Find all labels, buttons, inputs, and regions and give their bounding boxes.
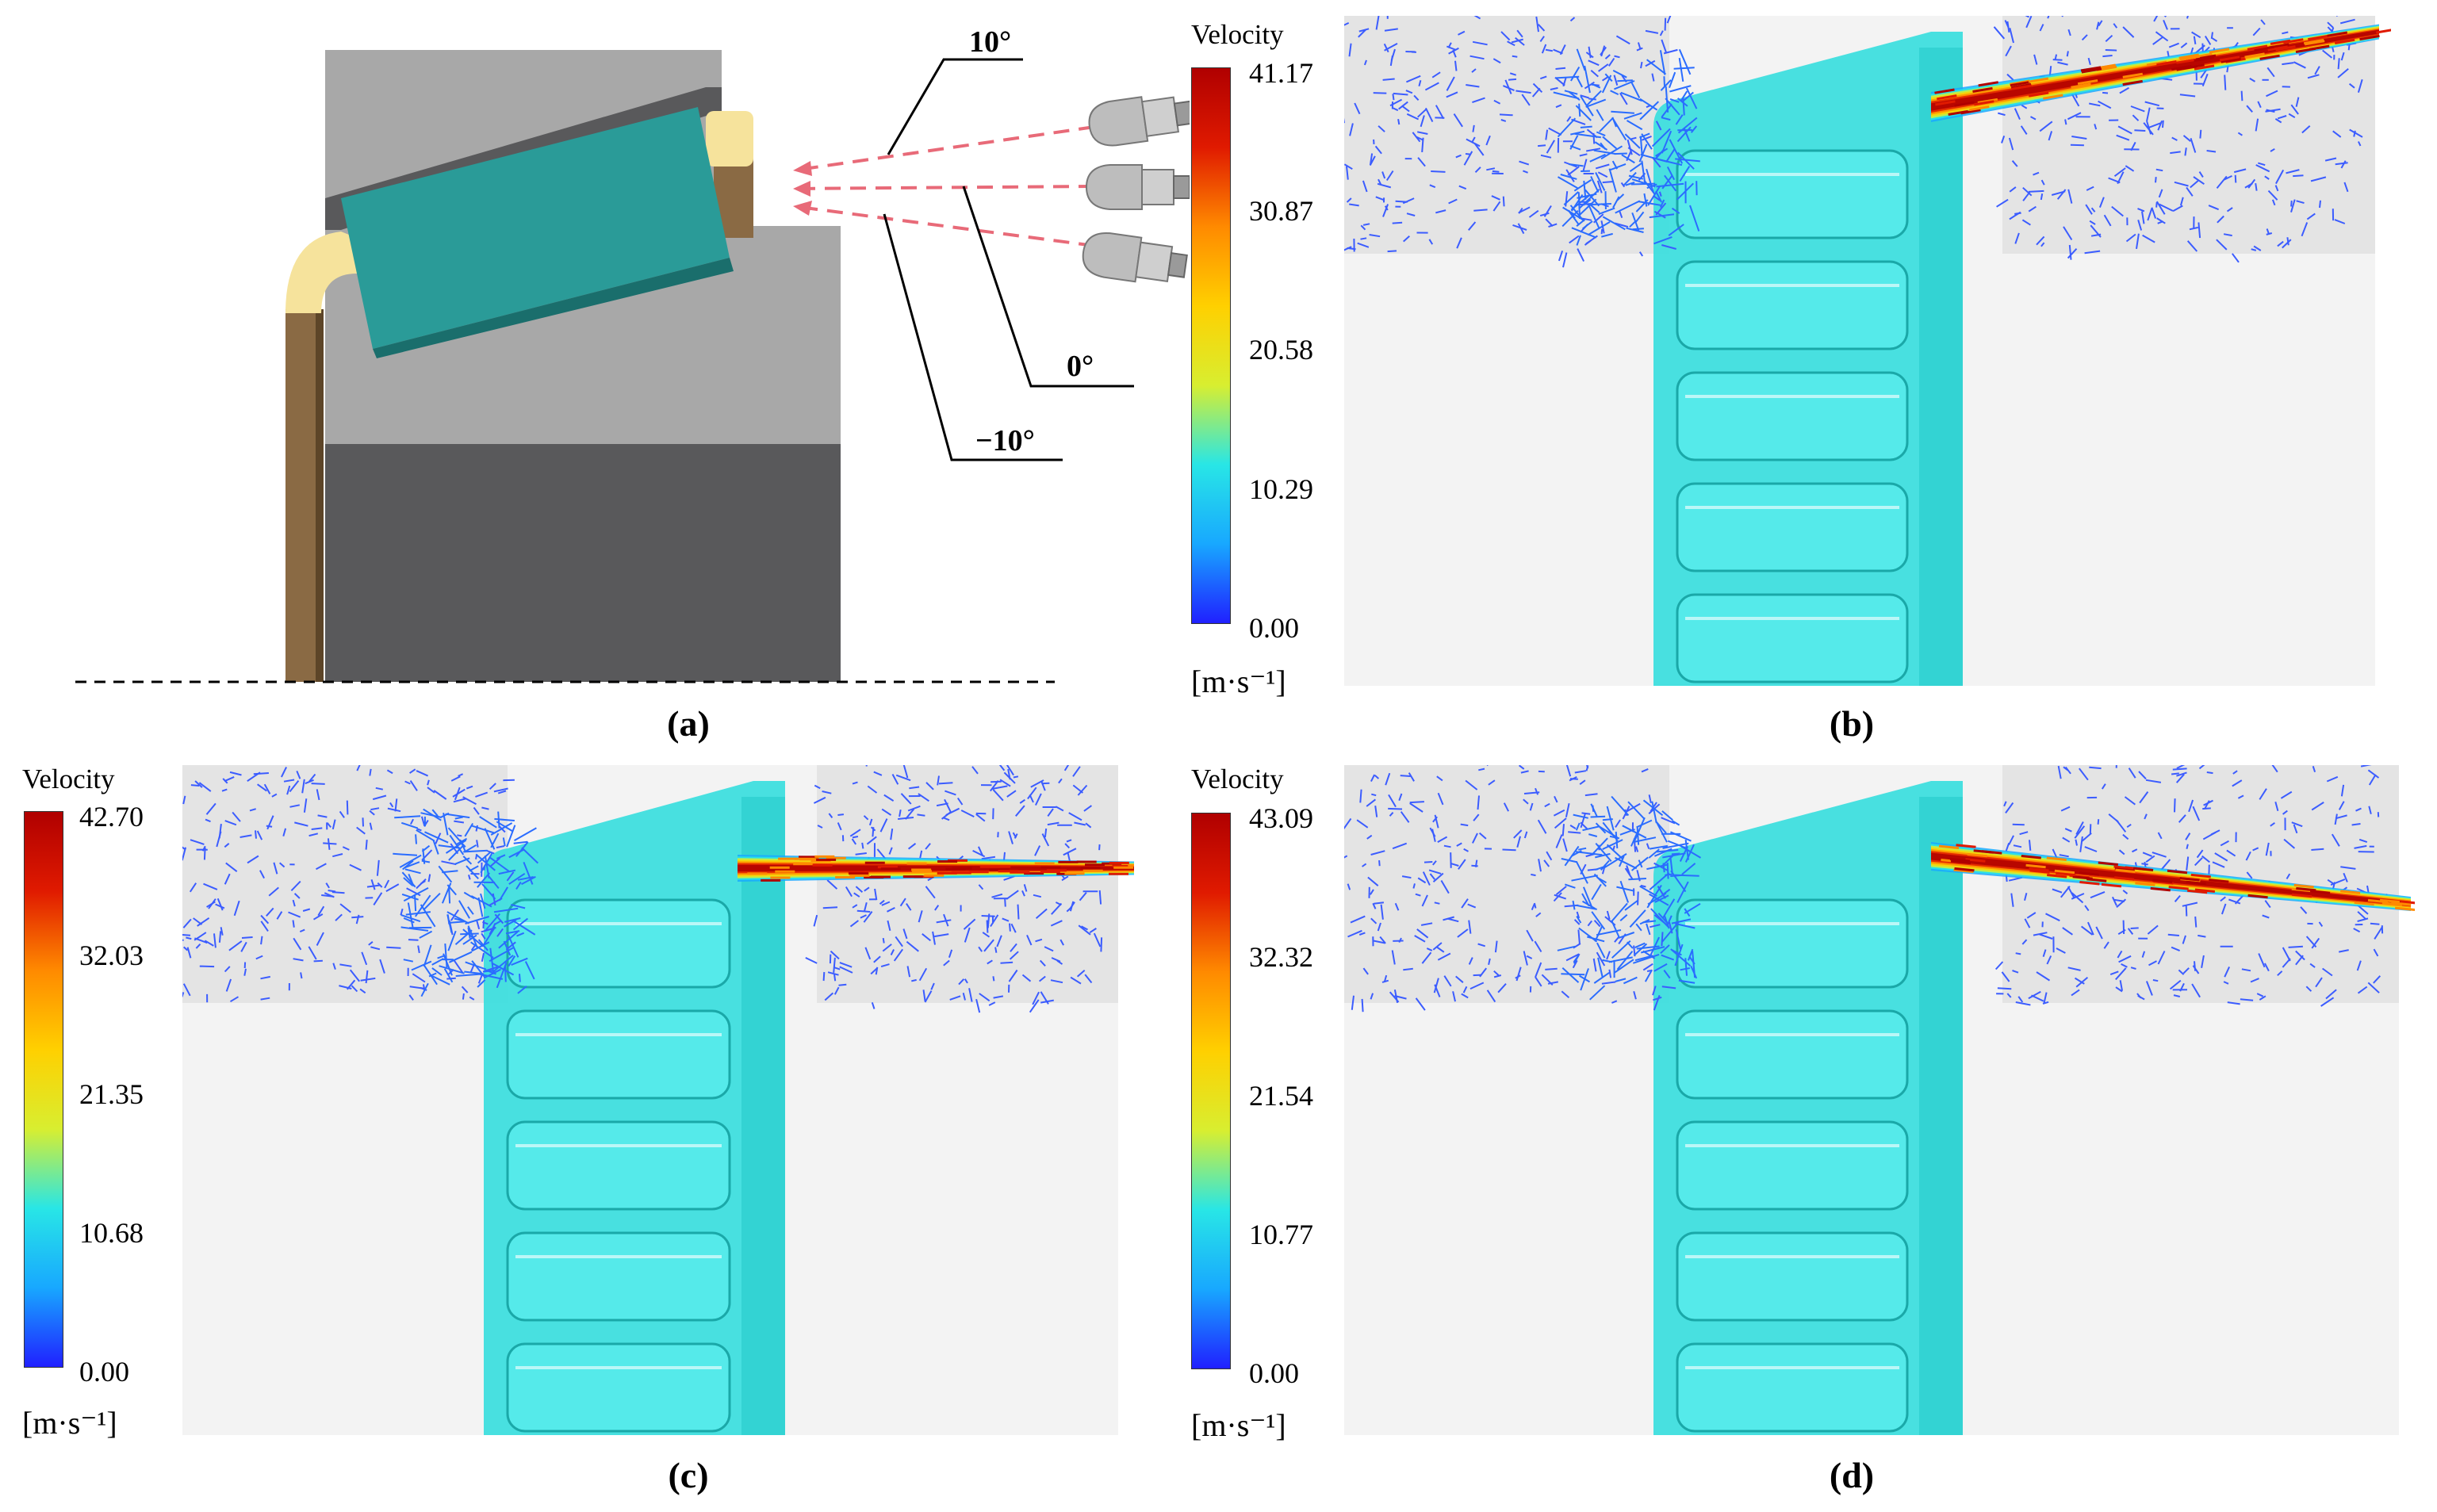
oil-jet <box>1931 24 2391 122</box>
flow-field-b <box>1344 16 2391 686</box>
oil-jet <box>1931 842 2415 911</box>
legend-tick-d-2: 21.54 <box>1249 1080 1313 1112</box>
air-region-left <box>1344 765 1669 1003</box>
nozzle-middle <box>1085 164 1190 210</box>
angle-label-10: 10° <box>969 25 1012 59</box>
panel-label-c: (c) <box>668 1455 709 1495</box>
air-region-left <box>1344 16 1669 254</box>
legend-tick-b-3: 10.29 <box>1249 473 1313 505</box>
cage-right-cap <box>706 111 753 167</box>
flow-field-d <box>1344 765 2415 1435</box>
oil-jet <box>738 855 1134 882</box>
legend-tick-c-0: 42.70 <box>79 801 144 833</box>
legend-title-c: Velocity <box>22 764 115 794</box>
roller-4 <box>1676 593 1909 683</box>
roller-1 <box>1676 1009 1909 1100</box>
legend-unit-d: [m·s⁻¹] <box>1191 1407 1286 1443</box>
legend-tick-d-3: 10.77 <box>1249 1219 1313 1250</box>
roller-1 <box>1676 260 1909 350</box>
bearing-schematic <box>75 50 1190 683</box>
cage-left-edge <box>316 309 324 682</box>
roller-0 <box>1676 149 1909 239</box>
nozzle-bottom <box>1082 232 1188 283</box>
bearing-body <box>1653 781 1963 1435</box>
legend-tick-b-1: 30.87 <box>1249 195 1313 227</box>
legend-tick-d-1: 32.32 <box>1249 941 1313 973</box>
roller-4 <box>1676 1342 1909 1433</box>
legend-tick-b-0: 41.17 <box>1249 57 1313 89</box>
tapered-roller <box>341 107 730 349</box>
outer-ring <box>1919 48 1963 686</box>
legend-tick-b-2: 20.58 <box>1249 334 1313 366</box>
legend-title-b: Velocity <box>1191 19 1284 50</box>
colorbar-b <box>1191 67 1231 624</box>
angle-label-minus-10: −10° <box>975 424 1035 457</box>
legend-tick-d-4: 0.00 <box>1249 1357 1299 1389</box>
roller-3 <box>506 1231 731 1322</box>
roller-3 <box>1676 1231 1909 1322</box>
velocity-vectors <box>1344 16 2363 268</box>
cage-left-shoulder <box>285 232 357 313</box>
roller-4 <box>506 1342 731 1433</box>
air-region-left <box>182 765 508 1003</box>
velocity-vectors <box>182 765 1103 1013</box>
legend-tick-c-2: 21.35 <box>79 1078 144 1110</box>
panel-label-a: (a) <box>667 703 710 744</box>
outer-ring <box>1919 797 1963 1435</box>
legend-tick-d-0: 43.09 <box>1249 802 1313 834</box>
roller-2 <box>506 1120 731 1211</box>
roller-3 <box>1676 482 1909 572</box>
shaft-block <box>325 444 841 682</box>
legend-title-d: Velocity <box>1191 764 1284 794</box>
angle-leaders <box>883 58 1134 461</box>
panel-label-b: (b) <box>1829 703 1875 744</box>
roller-2 <box>1676 1120 1909 1211</box>
legend-unit-c: [m·s⁻¹] <box>22 1405 117 1441</box>
roller-0 <box>1676 898 1909 989</box>
legend-tick-b-4: 0.00 <box>1249 612 1299 644</box>
air-region-right <box>2002 16 2375 254</box>
nozzle-top <box>1088 96 1190 147</box>
angle-label-0: 0° <box>1067 350 1094 383</box>
legend-tick-c-1: 32.03 <box>79 940 144 971</box>
velocity-vectors <box>1344 765 2388 1012</box>
outer-ring <box>741 797 785 1435</box>
roller-0 <box>506 898 731 989</box>
legend-tick-c-4: 0.00 <box>79 1356 129 1388</box>
legend-unit-b: [m·s⁻¹] <box>1191 664 1286 699</box>
flow-field-c <box>182 765 1134 1435</box>
bearing-body <box>1653 32 1963 686</box>
colorbar-d <box>1191 813 1231 1369</box>
legend-tick-c-3: 10.68 <box>79 1217 144 1249</box>
panel-label-d: (d) <box>1829 1455 1875 1495</box>
jet-arrowheads <box>793 161 812 216</box>
roller-2 <box>1676 371 1909 461</box>
roller-1 <box>506 1009 731 1100</box>
roller-shadow <box>373 258 734 358</box>
colorbar-c <box>24 811 63 1368</box>
air-region-right <box>817 765 1118 1003</box>
